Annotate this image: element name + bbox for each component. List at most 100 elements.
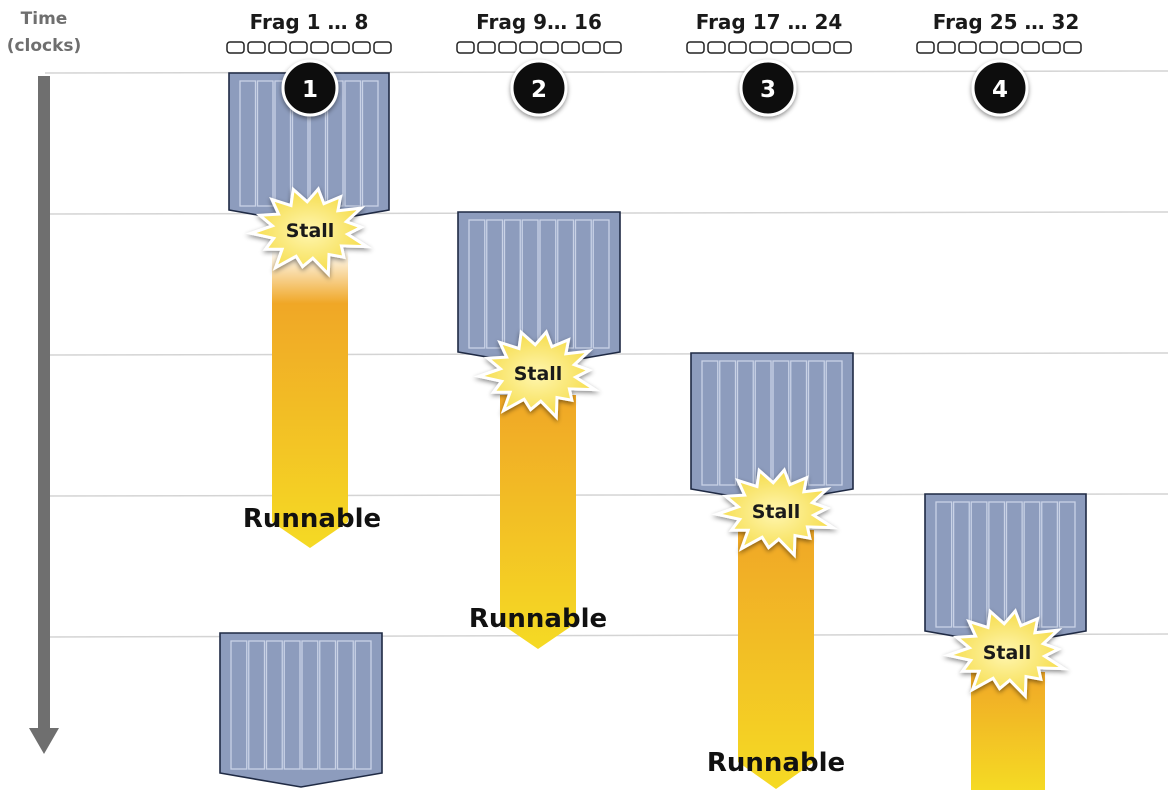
axis-label-clocks: (clocks): [7, 36, 82, 56]
block-lane: [807, 360, 825, 486]
runnable-bar-shape: [500, 395, 576, 649]
group-number-2: 2: [510, 59, 568, 117]
block-lane: [248, 640, 266, 770]
fragment-slot: [603, 41, 622, 54]
fragment-slot: [352, 41, 371, 54]
block-lane: [344, 80, 362, 207]
runnable-label-2: Runnable: [469, 604, 607, 634]
block-lane: [701, 360, 719, 486]
block-lane: [952, 501, 970, 628]
runnable-bar-shape: [971, 672, 1045, 790]
fragment-slots: [226, 41, 392, 54]
fragment-slot: [958, 41, 977, 54]
fragment-slot: [582, 41, 601, 54]
fragment-slot: [1000, 41, 1019, 54]
frag-header-2: Frag 9… 16: [456, 10, 622, 54]
block-lane: [574, 219, 592, 349]
runnable-label-3: Runnable: [707, 748, 845, 778]
block-lane: [230, 640, 248, 770]
block-lane: [283, 640, 301, 770]
instruction-block: [219, 632, 383, 788]
number-circle: [281, 59, 339, 117]
block-lane: [319, 640, 337, 770]
block-lane: [468, 219, 486, 349]
fragment-slot: [519, 41, 538, 54]
fragment-slot: [1042, 41, 1061, 54]
instruction-block: [228, 72, 390, 225]
stall-label: Stall: [983, 642, 1032, 664]
group-number-3: 3: [739, 59, 797, 117]
block-lane: [239, 80, 257, 207]
stall-label: Stall: [752, 501, 801, 523]
fragment-slot: [561, 41, 580, 54]
fragment-slots: [686, 41, 852, 54]
stall-label: Stall: [286, 220, 335, 242]
number-text: 4: [992, 77, 1008, 103]
runnable-bar-2: [500, 395, 576, 649]
fragment-slot: [1063, 41, 1082, 54]
block-lane: [1058, 501, 1076, 628]
runnable-bar-shape: [272, 250, 348, 548]
instruction-blocks: [219, 72, 1087, 788]
stall-burst-1: Stall: [245, 186, 373, 278]
fragment-slots: [916, 41, 1082, 54]
stall-burst-icon: [473, 329, 601, 421]
block-lane: [361, 80, 379, 207]
instruction-block: [457, 211, 621, 367]
block-lane: [256, 80, 274, 207]
fragment-slot: [310, 41, 329, 54]
fragment-slot: [456, 41, 475, 54]
frag-label: Frag 17 … 24: [696, 10, 843, 34]
fragment-slot: [770, 41, 789, 54]
fragment-slot: [686, 41, 705, 54]
block-lane: [265, 640, 283, 770]
fragment-slots: [456, 41, 622, 54]
fragment-slot: [749, 41, 768, 54]
stall-burst-icon: [245, 186, 373, 278]
fragment-slot: [707, 41, 726, 54]
block-shape: [219, 632, 383, 788]
fragment-slot: [289, 41, 308, 54]
runnable-bar-1: [272, 250, 348, 548]
stall-burst-icon: [942, 608, 1070, 700]
runnable-bar-3: [738, 530, 814, 789]
fragment-slot: [540, 41, 559, 54]
runnable-bar-shape: [738, 530, 814, 789]
frag-label: Frag 1 … 8: [250, 10, 369, 34]
fragment-slot: [979, 41, 998, 54]
fragment-slot: [331, 41, 350, 54]
axis-arrow-shaft: [38, 76, 50, 730]
fragment-slot: [477, 41, 496, 54]
number-text: 2: [531, 77, 547, 103]
stall-burst-icon: [711, 467, 839, 559]
fragment-slot: [812, 41, 831, 54]
axis-label-time: Time: [21, 9, 68, 29]
stall-burst-4: Stall: [942, 608, 1070, 700]
runnable-bar-4: [971, 672, 1045, 790]
frag-label: Frag 25 … 32: [933, 10, 1080, 34]
axis-arrow-head-icon: [29, 728, 59, 754]
frag-header-4: Frag 25 … 32: [916, 10, 1082, 54]
frag-label: Frag 9… 16: [476, 10, 602, 34]
fragment-slot: [833, 41, 852, 54]
fragment-slot: [791, 41, 810, 54]
block-lane: [301, 640, 319, 770]
block-lane: [935, 501, 953, 628]
number-text: 3: [760, 77, 776, 103]
runnable-label-1: Runnable: [243, 504, 381, 534]
fragment-slot: [937, 41, 956, 54]
number-circle: [971, 59, 1029, 117]
frag-header-1: Frag 1 … 8: [226, 10, 392, 54]
group-number-4: 4: [971, 59, 1029, 117]
block-lane: [719, 360, 737, 486]
block-lane: [825, 360, 843, 486]
fragment-slot: [268, 41, 287, 54]
fragment-slot: [247, 41, 266, 54]
block-lane: [1041, 501, 1059, 628]
time-axis: Time (clocks): [7, 9, 82, 754]
block-lane: [336, 640, 354, 770]
block-lane: [592, 219, 610, 349]
fragment-slot: [498, 41, 517, 54]
fragment-slot: [916, 41, 935, 54]
